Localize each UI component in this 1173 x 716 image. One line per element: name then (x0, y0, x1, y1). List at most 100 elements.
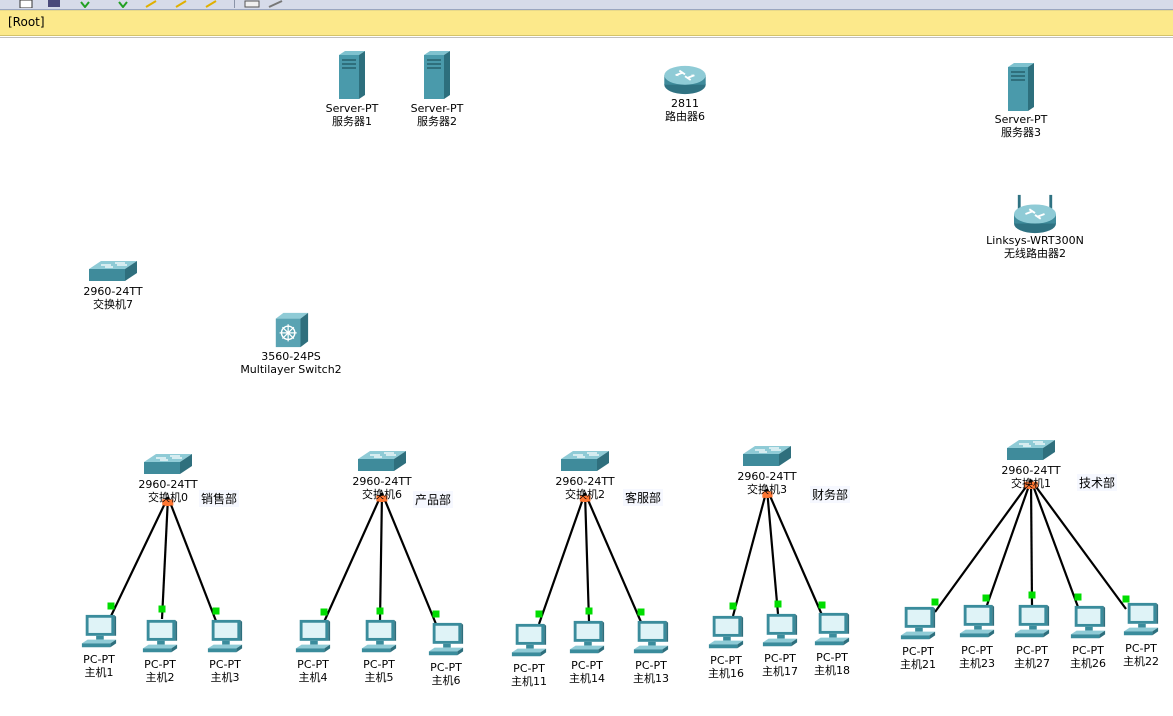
root-breadcrumb-bar[interactable]: [Root] (0, 10, 1173, 36)
device-pc23[interactable] (958, 603, 996, 641)
device-name-label: 无线路由器2 (1004, 247, 1066, 260)
pc-icon (762, 613, 798, 647)
link-switch3-pc18[interactable] (765, 488, 824, 616)
link-switch1-pc23[interactable] (984, 479, 1033, 609)
pc-icon (81, 614, 117, 648)
device-model-label: PC-PT (635, 659, 667, 672)
device-pc17[interactable] (761, 612, 799, 650)
switch-icon (1006, 439, 1056, 461)
device-pc16[interactable] (707, 614, 745, 652)
pencil-icon[interactable] (174, 0, 188, 8)
device-switch7[interactable] (87, 259, 139, 285)
device-model-label: PC-PT (83, 653, 115, 666)
link-switch0-pc1[interactable] (110, 496, 169, 617)
link-switch2-pc14[interactable] (583, 492, 591, 622)
device-pc27[interactable] (1013, 603, 1051, 641)
switch-icon (88, 260, 138, 282)
department-note-product[interactable]: 产品部 (413, 491, 454, 508)
device-model-label: PC-PT (764, 652, 796, 665)
device-router6[interactable] (662, 64, 708, 96)
link-switch1-pc26[interactable] (1029, 479, 1080, 608)
pc-icon (900, 606, 936, 640)
drawing-icon[interactable] (268, 0, 284, 8)
switch-port-status-light (167, 499, 174, 506)
device-server2[interactable] (420, 49, 454, 101)
device-server1[interactable] (335, 49, 369, 101)
device-pc2[interactable] (141, 618, 179, 656)
link-switch6-pc4[interactable] (322, 492, 384, 623)
link-up-light (535, 610, 543, 618)
device-name-label: 主机18 (814, 664, 850, 677)
save-icon[interactable] (46, 0, 64, 8)
department-note-service[interactable]: 客服部 (623, 489, 664, 506)
down-arrow-icon[interactable] (78, 0, 92, 8)
device-pc1[interactable] (80, 613, 118, 651)
device-pc13[interactable] (632, 619, 670, 657)
pc-icon (569, 620, 605, 654)
device-model-label: Linksys-WRT300N (986, 234, 1084, 247)
device-name-label: 主机5 (364, 671, 394, 684)
device-name-label: 主机22 (1123, 655, 1159, 668)
device-server3[interactable] (1004, 61, 1038, 113)
wrouter-icon (1013, 193, 1057, 235)
link-switch3-pc16[interactable] (731, 488, 769, 617)
device-name-label: 主机26 (1070, 657, 1106, 670)
department-note-finance[interactable]: 财务部 (810, 486, 851, 503)
link-up-light (432, 610, 440, 618)
device-switch0[interactable] (142, 452, 194, 478)
department-note-tech[interactable]: 技术部 (1077, 474, 1118, 491)
link-switch6-pc5[interactable] (378, 492, 384, 622)
device-pc14[interactable] (568, 619, 606, 657)
link-switch3-pc17[interactable] (765, 488, 780, 615)
link-switch0-pc3[interactable] (166, 496, 218, 622)
device-model-label: PC-PT (297, 658, 329, 671)
device-pc3[interactable] (206, 618, 244, 656)
pc-icon (295, 619, 331, 653)
root-label[interactable]: [Root] (8, 15, 45, 29)
palette-icon[interactable] (244, 0, 260, 8)
department-note-sales[interactable]: 销售部 (199, 490, 240, 507)
new-file-icon[interactable] (18, 0, 36, 8)
switch-icon (357, 450, 407, 472)
pc-icon (1014, 604, 1050, 638)
switch-icon (560, 450, 610, 472)
link-up-light (320, 608, 328, 616)
device-switch6[interactable] (356, 449, 408, 475)
link-up-light (729, 602, 737, 610)
device-pc18[interactable] (813, 611, 851, 649)
device-name-label: 路由器6 (665, 110, 705, 123)
down-arrow-icon[interactable] (116, 0, 130, 8)
link-switch2-pc13[interactable] (583, 492, 643, 623)
device-pc6[interactable] (427, 621, 465, 659)
pc-icon (207, 619, 243, 653)
device-switch3[interactable] (741, 444, 793, 470)
device-pc11[interactable] (510, 622, 548, 660)
device-pc26[interactable] (1069, 604, 1107, 642)
device-switch2[interactable] (559, 449, 611, 475)
device-mlswitch2[interactable] (272, 311, 310, 349)
toolbar-separator (234, 0, 235, 8)
link-switch1-pc27[interactable] (1029, 479, 1034, 606)
device-wrouter2[interactable] (1010, 193, 1060, 235)
link-up-light (158, 605, 166, 613)
link-switch1-pc22[interactable] (1030, 479, 1127, 610)
link-switch2-pc11[interactable] (537, 492, 587, 625)
link-switch6-pc6[interactable] (380, 492, 438, 625)
link-switch0-pc2[interactable] (160, 496, 170, 620)
device-name-label: 主机2 (145, 671, 175, 684)
device-pc22[interactable] (1122, 601, 1160, 639)
device-pc5[interactable] (360, 618, 398, 656)
device-name-label: 主机17 (762, 665, 798, 678)
device-name-label: 交换机0 (148, 491, 188, 504)
device-pc21[interactable] (899, 605, 937, 643)
link-switch1-pc21[interactable] (934, 479, 1032, 613)
toolbar (0, 0, 1173, 10)
pencil-icon[interactable] (144, 0, 158, 8)
pencil-icon[interactable] (204, 0, 218, 8)
device-pc4[interactable] (294, 618, 332, 656)
device-name-label: 主机1 (84, 666, 114, 679)
device-name-label: 交换机1 (1011, 477, 1051, 490)
device-switch1[interactable] (1005, 438, 1057, 464)
link-up-light (637, 608, 645, 616)
workspace-top-border (0, 37, 1173, 38)
